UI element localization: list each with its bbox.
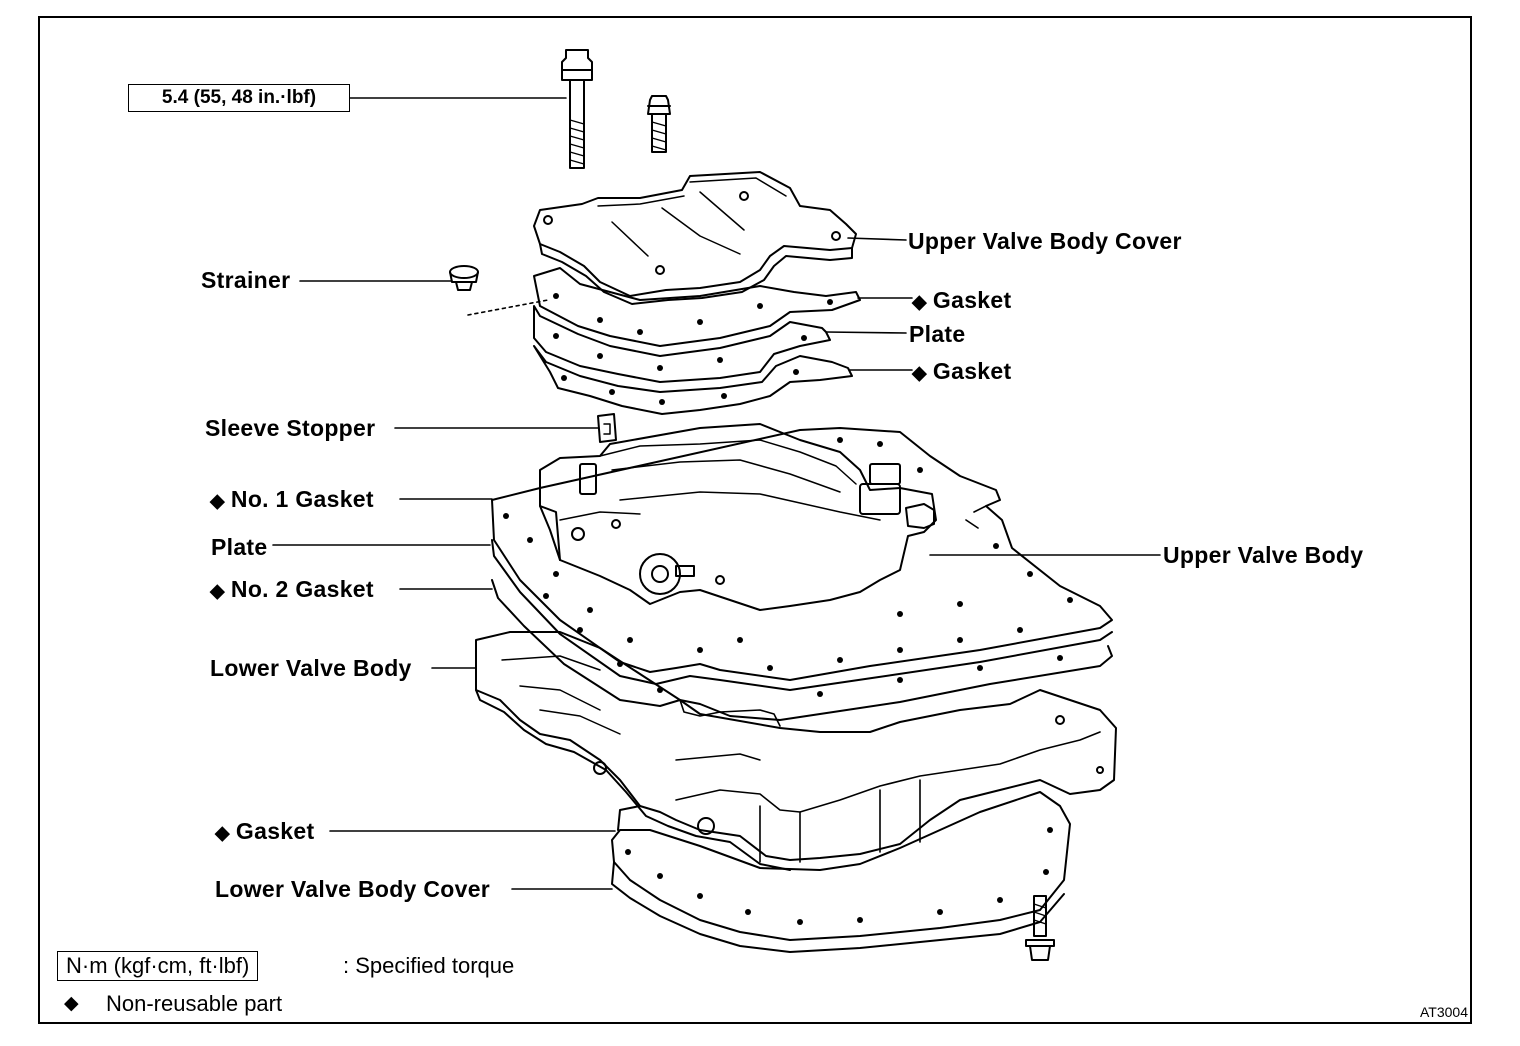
non-reusable-diamond-icon: ◆ <box>210 491 225 512</box>
label-no1-gasket: ◆No. 1 Gasket <box>210 486 374 515</box>
label-no2-gasket: ◆No. 2 Gasket <box>210 576 374 605</box>
non-reusable-diamond-icon: ◆ <box>210 581 225 602</box>
leader-lines <box>272 97 1161 890</box>
label-no1-gasket-text: No. 1 Gasket <box>230 486 374 512</box>
large-gasket-plate-stack <box>491 427 1113 727</box>
figure-code: AT3004 <box>1420 1004 1468 1020</box>
label-gasket-mid: ◆Gasket <box>912 358 1011 387</box>
label-gasket-mid-text: Gasket <box>932 358 1012 384</box>
upper-valve-body <box>539 423 937 611</box>
diagram-frame <box>38 16 1472 1024</box>
label-gasket-bottom: ◆Gasket <box>215 818 314 847</box>
legend-nonreusable-desc: Non-reusable part <box>106 991 283 1016</box>
non-reusable-diamond-icon: ◆ <box>912 363 927 384</box>
label-plate-top: Plate <box>909 321 966 347</box>
non-reusable-diamond-icon: ◆ <box>912 292 927 313</box>
legend-diamond-icon: ◆ <box>64 993 79 1014</box>
lower-valve-body-cover <box>611 791 1071 953</box>
label-lower-valve-body-cover: Lower Valve Body Cover <box>215 876 491 902</box>
lower-valve-body <box>475 631 1117 871</box>
sleeve-stopper-part <box>597 413 617 443</box>
non-reusable-diamond-icon: ◆ <box>215 823 230 844</box>
torque-callout: 5.4 (55, 48 in.·lbf) <box>128 84 350 112</box>
label-sleeve-stopper: Sleeve Stopper <box>205 415 376 441</box>
legend-torque-unit: N·m (kgf·cm, ft·lbf) <box>57 951 259 981</box>
label-lower-valve-body: Lower Valve Body <box>210 655 412 681</box>
label-upper-valve-body-cover: Upper Valve Body Cover <box>908 228 1182 254</box>
short-bolt <box>647 95 671 153</box>
label-gasket-bottom-text: Gasket <box>235 818 315 844</box>
bottom-bolt <box>1025 895 1055 961</box>
strainer-part <box>449 265 479 291</box>
legend-torque-desc: : Specified torque <box>343 953 515 978</box>
upper-valve-body-cover <box>533 171 857 305</box>
label-strainer: Strainer <box>201 267 291 293</box>
upper-gasket-plate-stack <box>533 267 861 415</box>
label-upper-valve-body: Upper Valve Body <box>1163 542 1364 568</box>
label-plate-left: Plate <box>211 534 268 560</box>
label-gasket-top: ◆Gasket <box>912 287 1011 316</box>
label-no2-gasket-text: No. 2 Gasket <box>230 576 374 602</box>
label-gasket-top-text: Gasket <box>932 287 1012 313</box>
long-bolt <box>561 49 593 169</box>
